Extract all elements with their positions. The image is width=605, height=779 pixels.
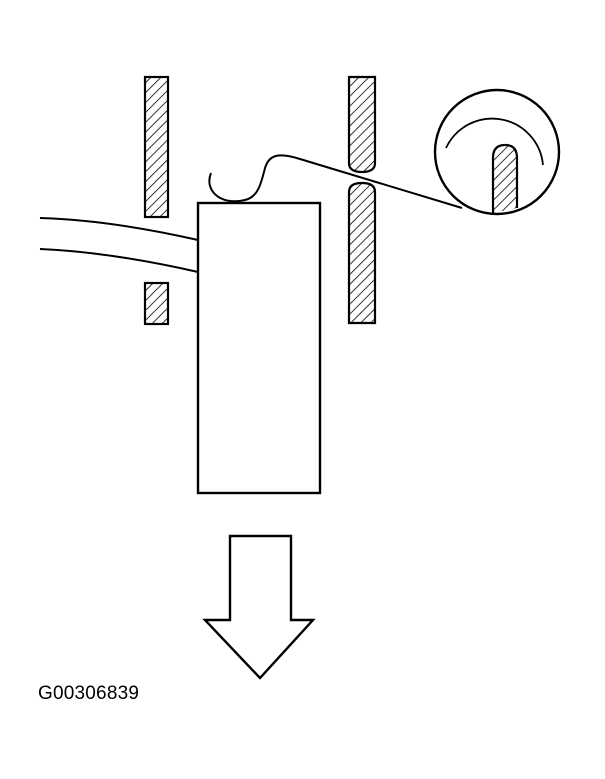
- cable-wire: [208, 154, 463, 209]
- left-wall-lower: [143, 281, 170, 326]
- reel-hub: [491, 143, 519, 213]
- lead-wire-lower: [39, 248, 199, 273]
- lead-wire-upper: [39, 217, 199, 241]
- reel: [433, 88, 561, 216]
- reel-inner-arc: [445, 117, 544, 166]
- down-arrow: [202, 534, 316, 680]
- figure-id-label: G00306839: [38, 683, 140, 704]
- right-wall-lower: [347, 181, 377, 325]
- left-wall-upper: [143, 75, 170, 219]
- sensor-block: [196, 201, 322, 495]
- right-wall-upper: [347, 75, 377, 174]
